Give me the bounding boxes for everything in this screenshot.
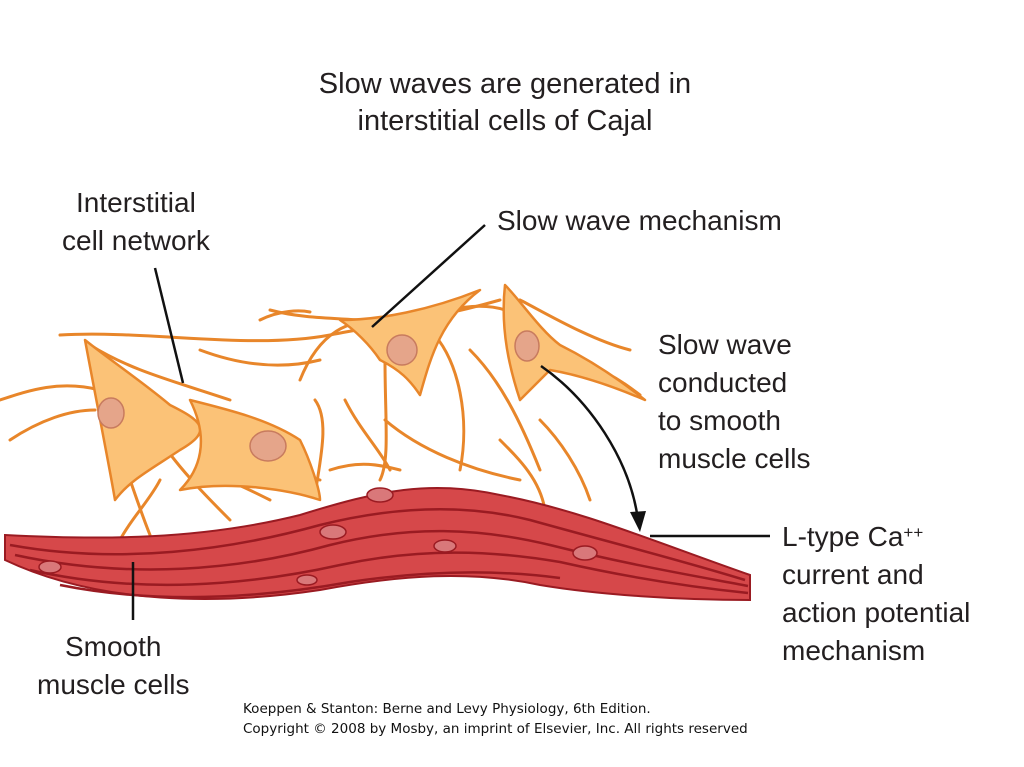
label-l-type-calcium: L-type Ca++ current and action potential… [782, 518, 970, 670]
diagram-title: Slow waves are generated in interstitial… [240, 66, 770, 140]
credit-line: Koeppen & Stanton: Berne and Levy Physio… [243, 701, 651, 717]
nucleus [386, 334, 418, 366]
nucleus [97, 397, 125, 429]
nucleus [249, 430, 287, 462]
label-line: Smooth [64, 631, 162, 662]
interstitial-cell [83, 338, 202, 502]
title-line: Slow waves are generated in [318, 68, 692, 100]
label-line: muscle cells [658, 443, 811, 474]
label-slow-wave-conducted: Slow wave conducted to smooth muscle cel… [658, 326, 810, 478]
label-text: L-type Ca [782, 521, 904, 552]
label-line: to smooth [658, 405, 781, 436]
label-line: mechanism [782, 635, 926, 666]
title-line: interstitial cells of Cajal [357, 105, 653, 137]
label-line: current and [782, 559, 924, 590]
label-slow-wave-mechanism: Slow wave mechanism [497, 205, 782, 236]
label-line: action potential [782, 597, 971, 628]
arrowhead-icon [630, 511, 646, 532]
label-line: Interstitial [76, 187, 196, 218]
label-line: muscle cells [37, 669, 190, 700]
nucleus [514, 330, 540, 362]
superscript: ++ [903, 523, 924, 542]
label-line: conducted [658, 367, 788, 398]
credit-line: Copyright © 2008 by Mosby, an imprint of… [243, 721, 748, 737]
label-line: Slow wave [658, 329, 792, 360]
label-smooth-muscle-cells: Smooth muscle cells [37, 628, 189, 704]
label-line: cell network [62, 225, 210, 256]
copyright-credit: Koeppen & Stanton: Berne and Levy Physio… [243, 699, 748, 739]
interstitial-cell [502, 283, 647, 402]
smooth-muscle-bundle [4, 486, 751, 602]
label-interstitial-cell-network: Interstitial cell network [62, 184, 210, 260]
leader-lines [131, 224, 770, 620]
label-line: L-type Ca++ [782, 518, 970, 556]
conduction-arrow [540, 364, 640, 521]
interstitial-cells [83, 283, 647, 502]
nuclei [97, 330, 540, 462]
